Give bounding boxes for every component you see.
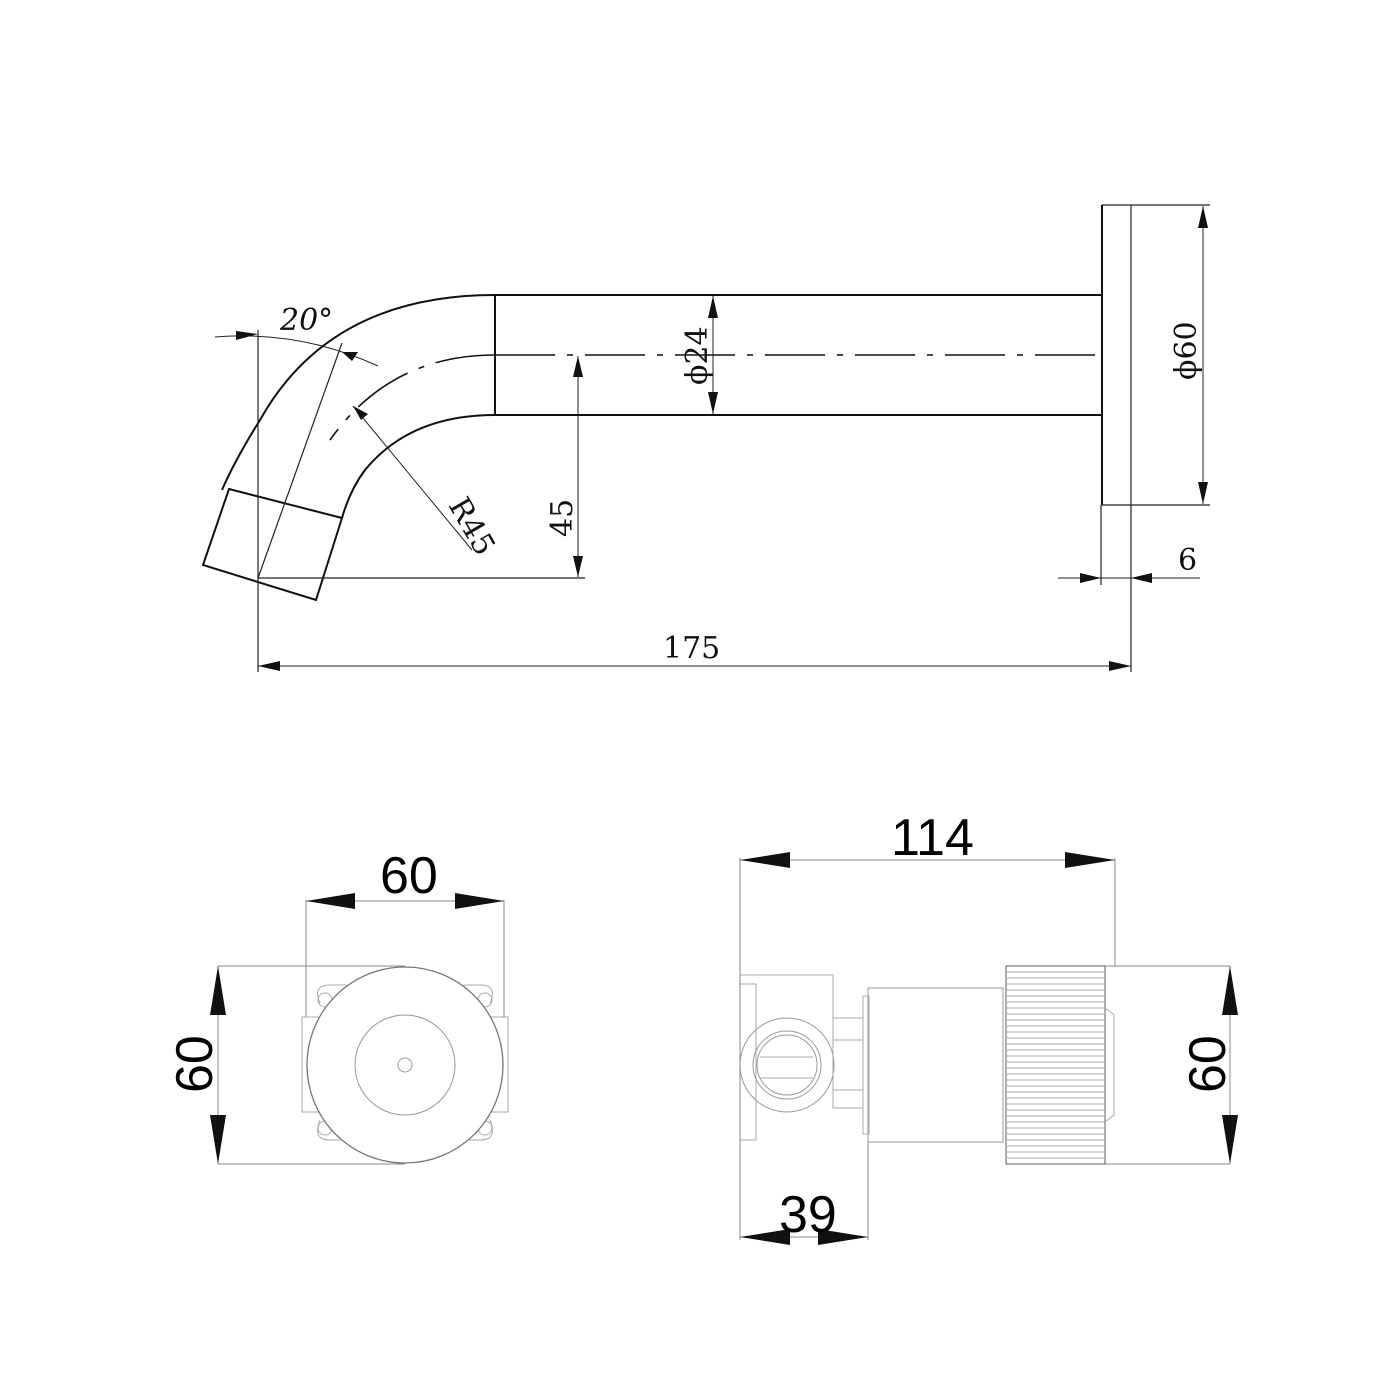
drop-height-label: 45 [545,499,580,537]
valve-front-height-label: 60 [166,1035,224,1093]
flange-diameter-dimension: ϕ60 [1169,206,1208,504]
knurling-lines [1006,971,1105,1159]
total-length-label: 175 [663,631,720,666]
pipe-diameter-label: ϕ24 [680,326,715,385]
flange-thickness-label: 6 [1178,543,1197,578]
valve-body-depth-label: 39 [779,1186,837,1244]
spout-side-view [201,204,1210,672]
valve-side-height-label: 60 [1179,1035,1237,1093]
radius-label: R45 [441,492,502,562]
valve-front-height-dimension: 60 [166,966,226,1164]
valve-front-width-dimension: 60 [306,847,504,909]
angle-label: 20° [279,303,333,338]
valve-depth-label: 114 [891,809,974,867]
total-length-dimension: 175 [258,631,1131,671]
radius-dimension: R45 [352,405,502,562]
angle-dimension: 20° [214,303,379,367]
valve-depth-dimension: 114 [740,809,1115,868]
valve-side-height-dimension: 60 [1179,966,1238,1164]
valve-front-view [218,900,509,1165]
valve-body-depth-dimension: 39 [740,1186,868,1245]
valve-side-view [739,858,1230,1240]
flange-diameter-label: ϕ60 [1169,321,1204,380]
drop-height-dimension: 45 [545,356,583,577]
flange-thickness-dimension: 6 [1058,543,1200,583]
pipe-diameter-dimension: ϕ24 [680,296,718,414]
valve-front-width-label: 60 [380,847,438,905]
